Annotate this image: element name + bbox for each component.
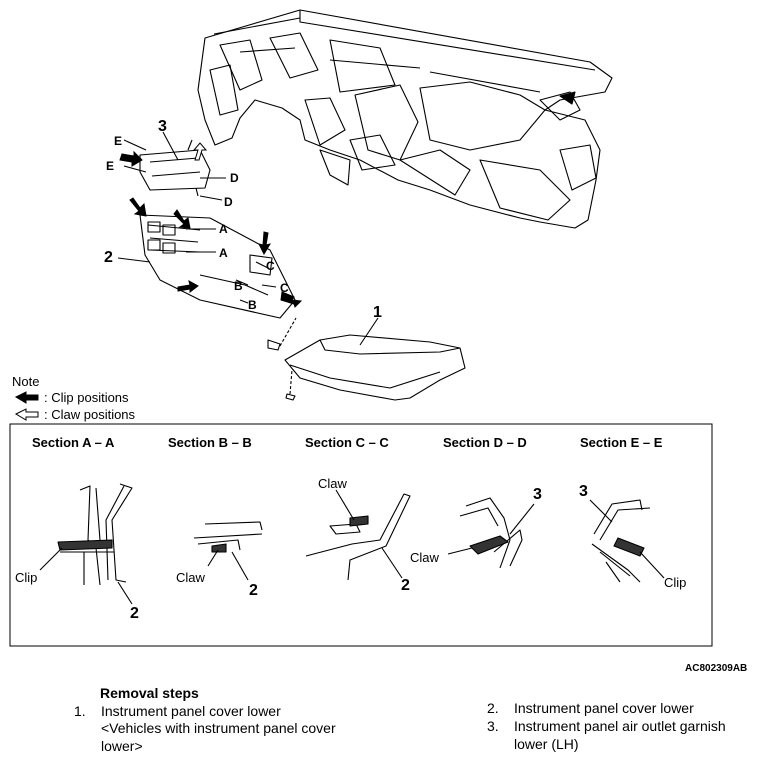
section-e-title: Section E – E: [580, 435, 663, 450]
view-letter-a-lower: A: [219, 246, 228, 260]
part-2-cover-lower: [117, 214, 296, 319]
callout-2: 2: [104, 249, 113, 266]
section-c-title: Section C – C: [305, 435, 389, 450]
view-letter-e-upper: E: [114, 134, 123, 148]
step-text: lower (LH): [514, 736, 579, 752]
section-a-clip-label: Clip: [15, 570, 38, 585]
view-letter-b-lower: B: [248, 298, 257, 312]
step-text: <Vehicles with instrument panel cover: [101, 720, 336, 736]
claw-arrow-icon: [14, 408, 39, 421]
step-text: Instrument panel cover lower: [101, 703, 281, 719]
step-number: 3.: [487, 718, 499, 734]
removal-steps-heading: Removal steps: [100, 685, 199, 701]
step-text: lower>: [101, 738, 143, 754]
figure-code: AC802309AB: [685, 663, 748, 674]
callout-3: 3: [158, 118, 167, 135]
view-letter-c-lower: C: [280, 281, 289, 295]
section-a-drawing: [39, 483, 133, 605]
view-letter-b-upper: B: [234, 279, 243, 293]
view-lines: [123, 139, 277, 304]
section-d-drawing: [447, 497, 535, 569]
section-b-title: Section B – B: [168, 435, 252, 450]
view-letter-d-lower: D: [224, 195, 233, 209]
legend-title: Note: [12, 374, 40, 389]
section-b-part: 2: [249, 582, 258, 599]
section-a-title: Section A – A: [32, 435, 115, 450]
section-d-claw-label: Claw: [410, 550, 439, 565]
view-letter-e-lower: E: [106, 159, 115, 173]
section-d-part: 3: [533, 486, 542, 503]
screws: [267, 317, 297, 401]
claw-arrow: [192, 142, 208, 161]
step-text: Instrument panel air outlet garnish: [514, 718, 726, 734]
section-b-claw-label: Claw: [176, 570, 205, 585]
sections-frame: [9, 423, 713, 647]
section-e-clip-label: Clip: [664, 575, 687, 590]
section-b-drawing: [193, 521, 263, 581]
section-c-drawing: [305, 489, 411, 581]
section-c-claw-label: Claw: [318, 476, 347, 491]
clip-arrow-icon: [14, 391, 39, 404]
section-e-part: 3: [579, 483, 588, 500]
view-letter-d-upper: D: [230, 171, 239, 185]
section-d-title: Section D – D: [443, 435, 527, 450]
step-number: 1.: [74, 703, 86, 719]
view-letter-a-upper: A: [219, 222, 228, 236]
section-e-drawing: [589, 499, 665, 583]
step-text: Instrument panel cover lower: [514, 700, 694, 716]
view-letter-c-upper: C: [266, 259, 275, 273]
part-3-air-outlet-garnish: [139, 131, 211, 197]
legend-clip-label: : Clip positions: [44, 390, 129, 405]
clip-arrows: [119, 150, 303, 308]
section-a-part: 2: [130, 605, 139, 622]
legend-claw-label: : Claw positions: [44, 407, 136, 422]
part-1-cover-lower: [284, 317, 466, 401]
callout-1: 1: [373, 304, 382, 321]
section-c-part: 2: [401, 577, 410, 594]
instrument-panel: [197, 9, 613, 229]
step-number: 2.: [487, 700, 499, 716]
